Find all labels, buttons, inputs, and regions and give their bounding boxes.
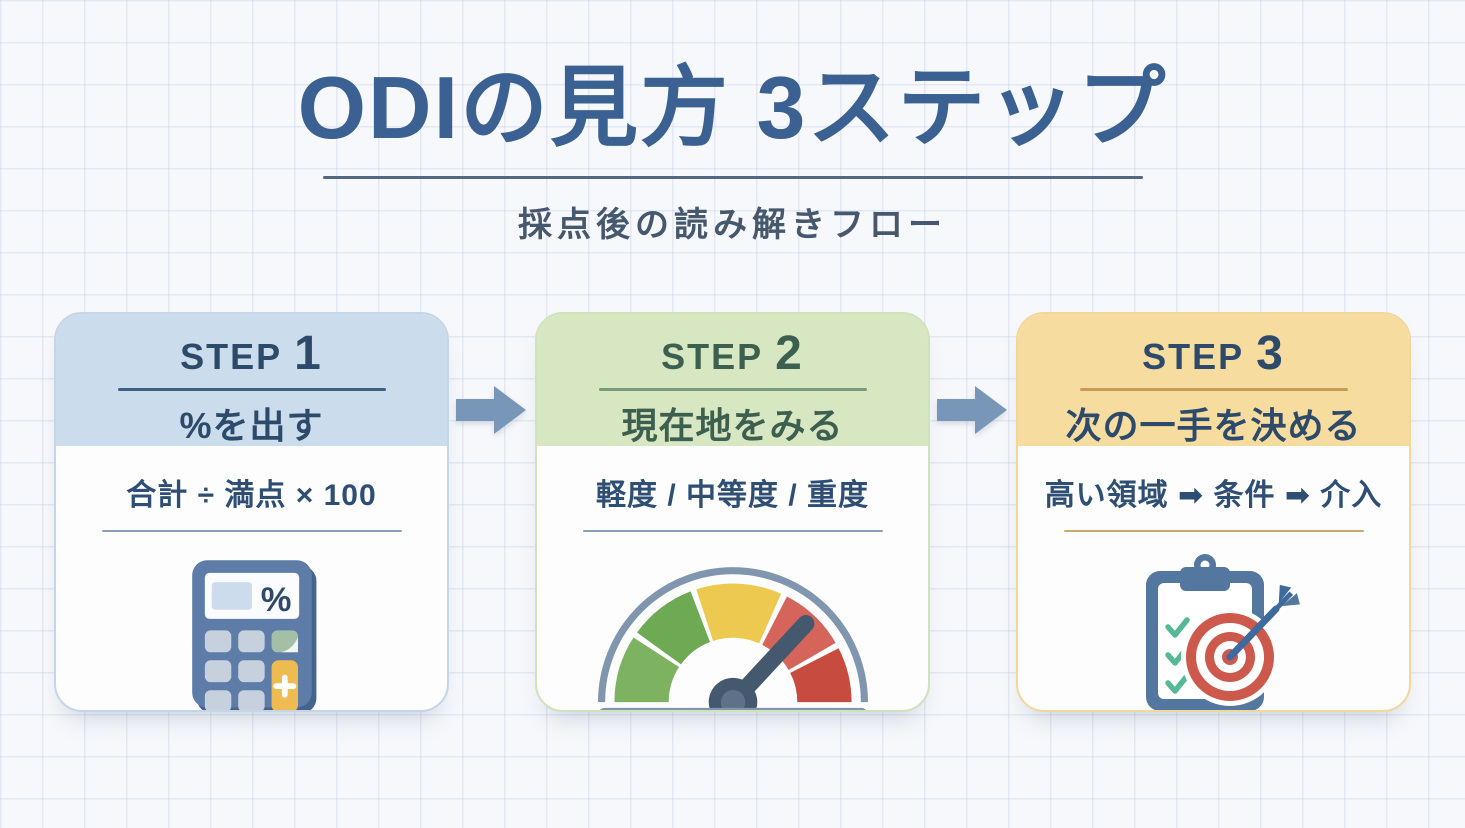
steps-row: STEP 1 %を出す 合計 ÷ 満点 × 100 % xyxy=(0,312,1465,713)
step-2-word: STEP xyxy=(661,336,764,378)
step-3-body: 高い領域 ➡ 条件 ➡ 介入 xyxy=(1018,446,1409,711)
step-1-header: STEP 1 %を出す xyxy=(56,314,447,447)
step-1-number: 1 xyxy=(294,327,323,381)
title-underline xyxy=(322,176,1143,180)
step-3-header-divider xyxy=(1079,388,1348,391)
step-1-body: 合計 ÷ 満点 × 100 % xyxy=(56,446,447,711)
step-3-header: STEP 3 次の一手を決める xyxy=(1018,314,1409,447)
step-1-detail: 合計 ÷ 満点 × 100 xyxy=(126,479,377,513)
step-2-body-divider xyxy=(582,530,883,533)
dart-icon xyxy=(1226,585,1300,661)
step-2-detail: 軽度 / 中等度 / 重度 xyxy=(595,479,869,513)
check-icon xyxy=(1164,673,1190,695)
flow-arrow-2 xyxy=(930,312,1016,438)
step-3-word: STEP xyxy=(1142,336,1245,378)
step-2-headline: 現在地をみる xyxy=(621,404,844,446)
flow-arrow-1 xyxy=(449,312,535,438)
step-3-body-divider xyxy=(1063,530,1364,533)
step-3-detail: 高い領域 ➡ 条件 ➡ 介入 xyxy=(1044,479,1383,513)
step-card-3: STEP 3 次の一手を決める 高い領域 ➡ 条件 ➡ 介入 xyxy=(1016,312,1411,713)
right-arrow-icon xyxy=(937,386,1007,435)
step-2-label: STEP 2 xyxy=(537,326,928,381)
calculator-icon: % xyxy=(56,542,447,711)
header: ODIの見方 3ステップ 採点後の読み解きフロー xyxy=(0,0,1465,246)
gauge-base xyxy=(599,708,866,711)
gauge-svg xyxy=(597,567,868,711)
step-1-label: STEP 1 xyxy=(56,326,447,381)
step-1-headline: %を出す xyxy=(179,404,324,446)
clipboard-clip xyxy=(1179,567,1230,592)
step-3-label: STEP 3 xyxy=(1018,326,1409,381)
step-1-header-divider xyxy=(117,388,386,391)
step-1-body-divider xyxy=(101,530,402,533)
step-1-word: STEP xyxy=(180,336,283,378)
page-subtitle: 採点後の読み解きフロー xyxy=(518,206,947,245)
step-2-body: 軽度 / 中等度 / 重度 xyxy=(537,446,928,711)
step-2-header-divider xyxy=(598,388,867,391)
check-icon xyxy=(1164,617,1190,639)
step-2-header: STEP 2 現在地をみる xyxy=(537,314,928,447)
step-3-number: 3 xyxy=(1256,327,1285,381)
step-card-2: STEP 2 現在地をみる 軽度 / 中等度 / 重度 xyxy=(535,312,930,713)
step-card-1: STEP 1 %を出す 合計 ÷ 満点 × 100 % xyxy=(54,312,449,713)
percent-symbol: % xyxy=(260,581,291,619)
clipboard-target-svg xyxy=(1145,554,1300,711)
page-title: ODIの見方 3ステップ xyxy=(297,58,1168,157)
step-3-headline: 次の一手を決める xyxy=(1065,404,1362,446)
step-2-number: 2 xyxy=(775,327,804,381)
clipboard-target-icon xyxy=(1018,542,1409,711)
calculator-svg: % xyxy=(191,560,316,711)
right-arrow-icon xyxy=(456,386,526,435)
gauge-icon xyxy=(537,542,928,711)
